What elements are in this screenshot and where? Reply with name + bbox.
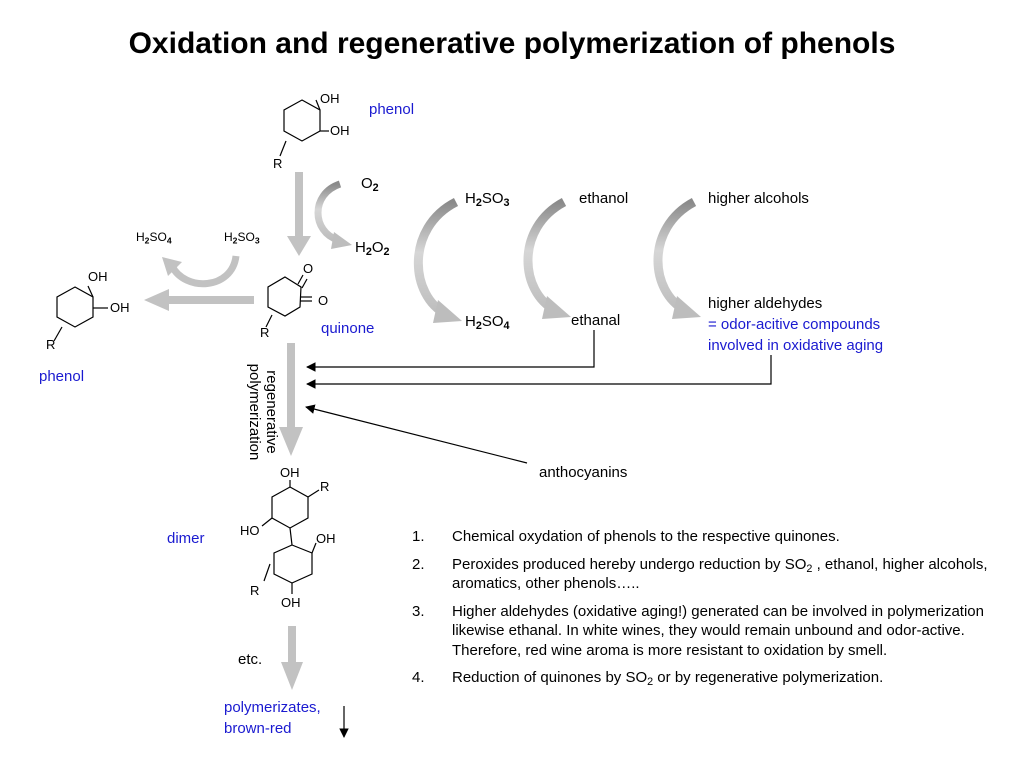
label-quinone: quinone	[321, 320, 375, 337]
curve-arrow-o2-h2o2	[314, 180, 352, 249]
formula-h2so4-right: H2SO4	[465, 313, 510, 333]
atom-label-r: R	[46, 337, 56, 352]
formula-o2: O2	[361, 175, 379, 195]
label-phenol-top: phenol	[369, 101, 415, 118]
phenol-left-structure	[53, 285, 108, 342]
label-odor-active: = odor-acitive compounds	[708, 316, 881, 333]
connector-anthocyanins	[305, 404, 528, 464]
atom-label-oh: OH	[330, 123, 350, 138]
label-polymerizates: polymerizates,	[224, 699, 321, 716]
label-ethanal: ethanal	[571, 312, 621, 329]
connector-ethanal	[306, 330, 595, 372]
curve-arrow-h2so3-h2so4-left	[162, 255, 240, 288]
atom-label-oh: OH	[281, 595, 301, 610]
note-item: 3. Higher aldehydes (oxidative aging!) g…	[412, 602, 984, 659]
quinone-structure	[265, 274, 312, 328]
atom-label-o: O	[303, 261, 314, 276]
note-item: 4. Reduction of quinones by SO2 or by re…	[412, 669, 884, 689]
label-brown-red: brown-red	[224, 720, 292, 737]
label-oxidative-aging: involved in oxidative aging	[708, 337, 884, 354]
arrow-left-quinone-to-phenol	[144, 289, 254, 311]
atom-label-oh: OH	[320, 91, 340, 106]
formula-h2o2: H2O2	[355, 239, 390, 259]
curve-arrow-h2so3-h2so4-right	[413, 197, 462, 323]
atom-label-oh: OH	[88, 269, 108, 284]
page-title: Oxidation and regenerative polymerizatio…	[128, 27, 896, 60]
label-phenol-left: phenol	[39, 368, 85, 385]
note-item: 1. Chemical oxydation of phenols to the …	[412, 528, 840, 545]
grey-arrows	[144, 172, 311, 690]
label-higher-aldehydes: higher aldehydes	[708, 295, 823, 312]
notes-list: 1. Chemical oxydation of phenols to the …	[412, 527, 1012, 696]
atom-label-r: R	[273, 156, 283, 171]
black-connectors	[305, 330, 772, 738]
label-anthocyanins: anthocyanins	[539, 464, 628, 481]
label-ethanol: ethanol	[579, 190, 629, 207]
atom-label-r: R	[320, 479, 330, 494]
atom-label-ho: HO	[240, 523, 260, 538]
dimer-structure	[261, 480, 320, 594]
phenol-top-structure	[279, 99, 329, 157]
atom-label-o: O	[318, 293, 329, 308]
atom-label-r: R	[260, 325, 270, 340]
arrow-down-dimer-to-polymer	[281, 626, 303, 690]
arrow-down-quinone-to-dimer	[279, 343, 303, 456]
label-etc: etc.	[238, 651, 263, 668]
atom-label-oh: OH	[280, 465, 300, 480]
label-higher-alcohols: higher alcohols	[708, 190, 809, 207]
atom-label-oh: OH	[316, 531, 336, 546]
formula-h2so3-left: H2SO3	[224, 230, 260, 246]
formula-h2so4-left: H2SO4	[136, 230, 172, 246]
note-item: 2. Peroxides produced hereby undergo red…	[412, 555, 988, 593]
atom-label-r: R	[250, 583, 260, 598]
curve-arrow-alcohols-aldehydes	[653, 198, 701, 319]
connector-aldehydes	[306, 355, 772, 389]
atom-label-oh: OH	[110, 300, 130, 315]
curve-arrow-ethanol-ethanal	[523, 198, 571, 319]
label-dimer: dimer	[167, 530, 205, 547]
arrow-down-phenol-to-quinone	[287, 172, 311, 256]
formula-h2so3-right: H2SO3	[465, 190, 510, 210]
